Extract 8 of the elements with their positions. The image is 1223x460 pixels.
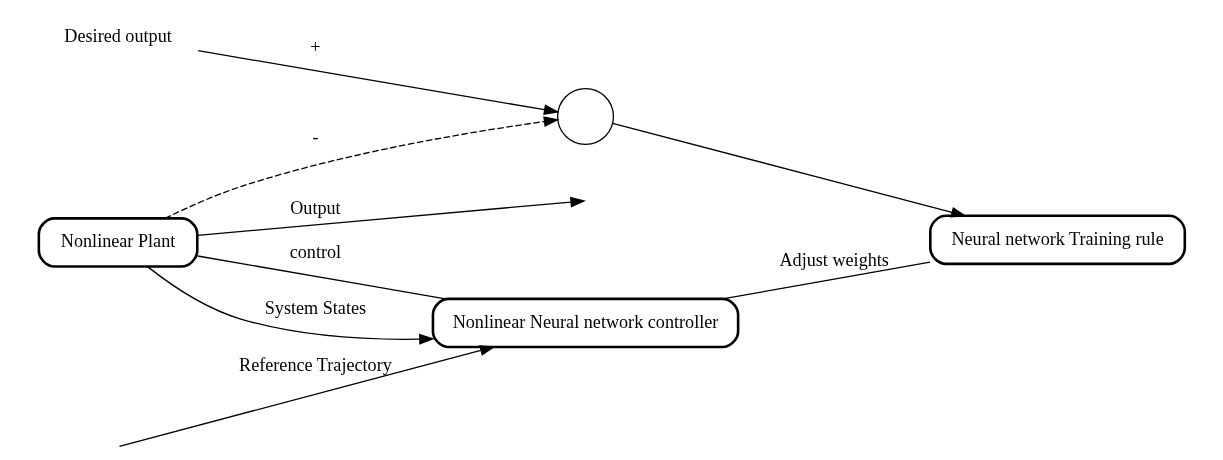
edge-label: Adjust weights bbox=[779, 250, 889, 271]
edge-label: System States bbox=[264, 298, 367, 319]
edge-label: control bbox=[289, 242, 342, 263]
edge-label: Reference Trajectory bbox=[239, 355, 392, 376]
edge-label: Output bbox=[290, 198, 341, 219]
edge-label: + bbox=[310, 37, 321, 58]
edge-label: - bbox=[312, 126, 319, 147]
node-text: Desired output bbox=[64, 26, 172, 47]
